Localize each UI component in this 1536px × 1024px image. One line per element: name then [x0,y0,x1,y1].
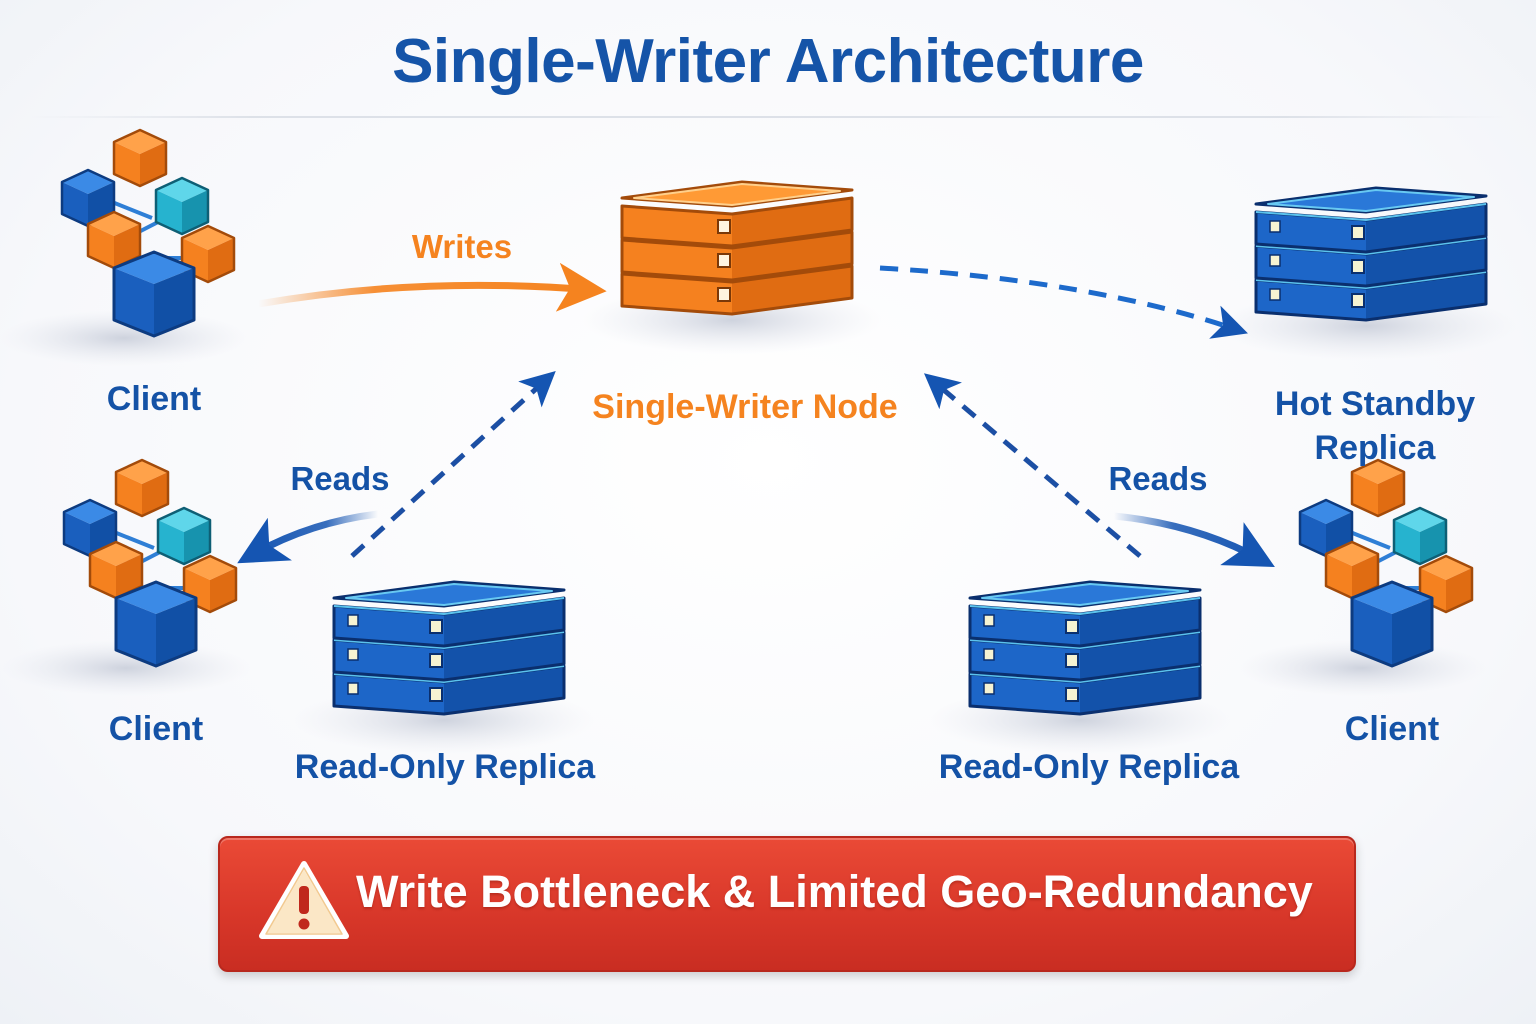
read-only-replica-label-right: Read-Only Replica [938,748,1240,786]
client-icon-top-left [0,130,248,366]
read-only-replica-right-icon [928,580,1232,756]
replication-arrow-right-replica [923,373,1142,558]
hot-standby-label-line1: Hot Standby [1274,385,1476,423]
page-title: Single-Writer Architecture [392,27,1144,96]
warning-text: Write Bottleneck & Limited Geo-Redundanc… [356,866,1313,917]
client-label-bottom-right: Client [1344,710,1440,748]
hot-standby-label-line2: Replica [1314,429,1436,467]
hot-standby-replica-label: Hot Standby Replica [1240,382,1510,470]
warning-banner: Write Bottleneck & Limited Geo-Redundanc… [218,836,1356,972]
reads-label-left: Reads [290,460,390,497]
replication-arrow-to-standby [879,265,1248,339]
title-divider [30,116,1506,118]
client-icon-bottom-left [2,460,250,696]
reads-arrow-left [237,510,382,564]
single-writer-node-label: Single-Writer Node [592,388,898,426]
reads-arrow-right [1110,512,1275,568]
read-only-replica-left-icon [292,580,596,756]
replication-arrow-left-replica [350,370,556,558]
client-icon-bottom-right [1238,460,1486,696]
hot-standby-replica-icon [1214,186,1518,362]
warning-triangle-icon [259,861,349,939]
read-only-replica-label-left: Read-Only Replica [294,748,596,786]
client-label-top-left: Client [106,380,202,418]
reads-label-right: Reads [1108,460,1208,497]
writes-arrow [254,262,607,312]
client-label-bottom-left: Client [108,710,204,748]
single-writer-node-icon [580,180,884,356]
writes-label: Writes [411,228,513,265]
